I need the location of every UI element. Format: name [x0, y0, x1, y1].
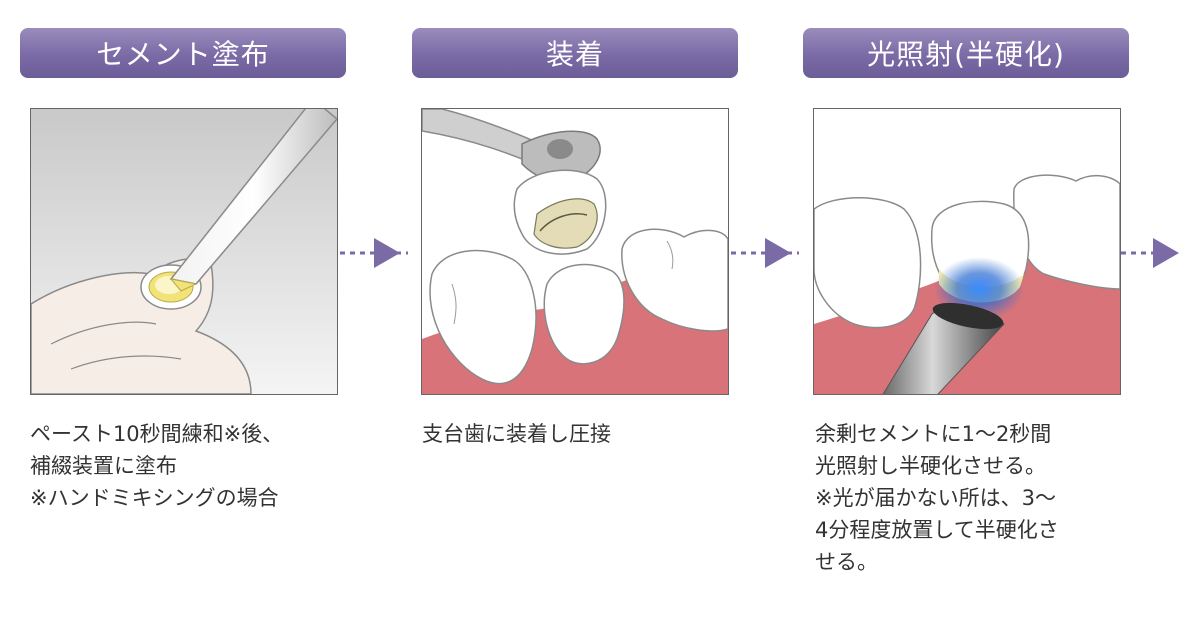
step-arrow-3: [1121, 238, 1179, 268]
step-1-illustration: [30, 108, 338, 395]
step-1-description: ペースト10秒間練和※後、 補綴装置に塗布 ※ハンドミキシングの場合: [30, 422, 284, 510]
step-3-title: 光照射(半硬化): [803, 28, 1129, 78]
step-arrow-1: [340, 238, 408, 268]
step-2-illustration: [421, 108, 729, 395]
step-2-description: 支台歯に装着し圧接: [422, 422, 611, 446]
step-2-title: 装着: [412, 28, 738, 78]
step-3-illustration: [813, 108, 1121, 395]
step-3-description: 余剰セメントに1〜2秒間 光照射し半硬化させる。 ※光が届かない所は、3〜 4分…: [815, 422, 1059, 574]
step-arrow-2: [731, 238, 799, 268]
step-1-title: セメント塗布: [20, 28, 346, 78]
